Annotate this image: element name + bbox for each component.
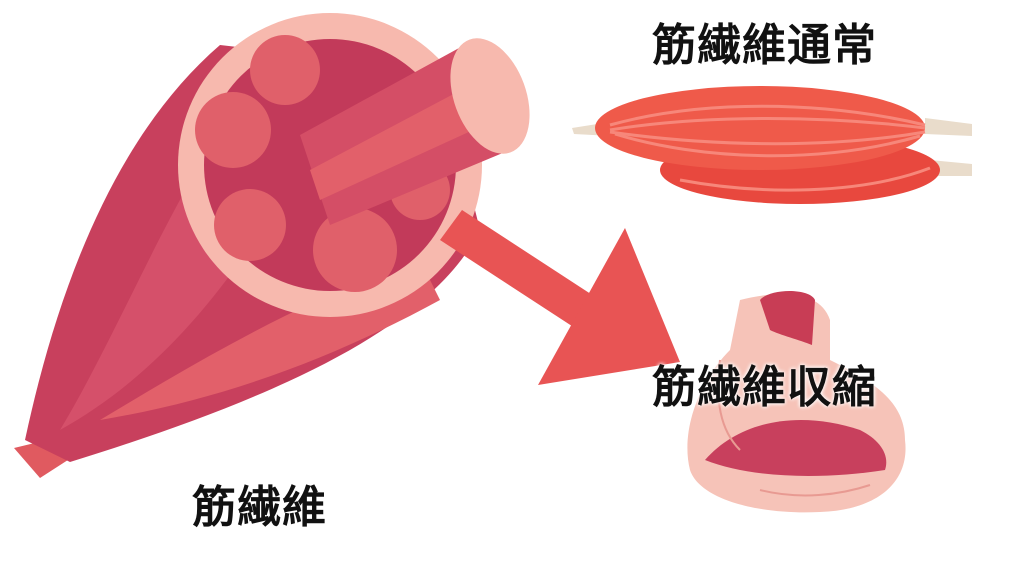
contracted-muscle-illustration (687, 291, 906, 513)
normal-fiber-label: 筋繊維通常 (652, 20, 877, 71)
normal-muscle-illustration (572, 86, 972, 204)
muscle-bundle-illustration (14, 13, 530, 478)
arrow-icon (440, 210, 680, 385)
muscle-fiber-label: 筋繊維 (192, 482, 327, 533)
contracted-fiber-label: 筋繊維収縮 (652, 362, 877, 413)
